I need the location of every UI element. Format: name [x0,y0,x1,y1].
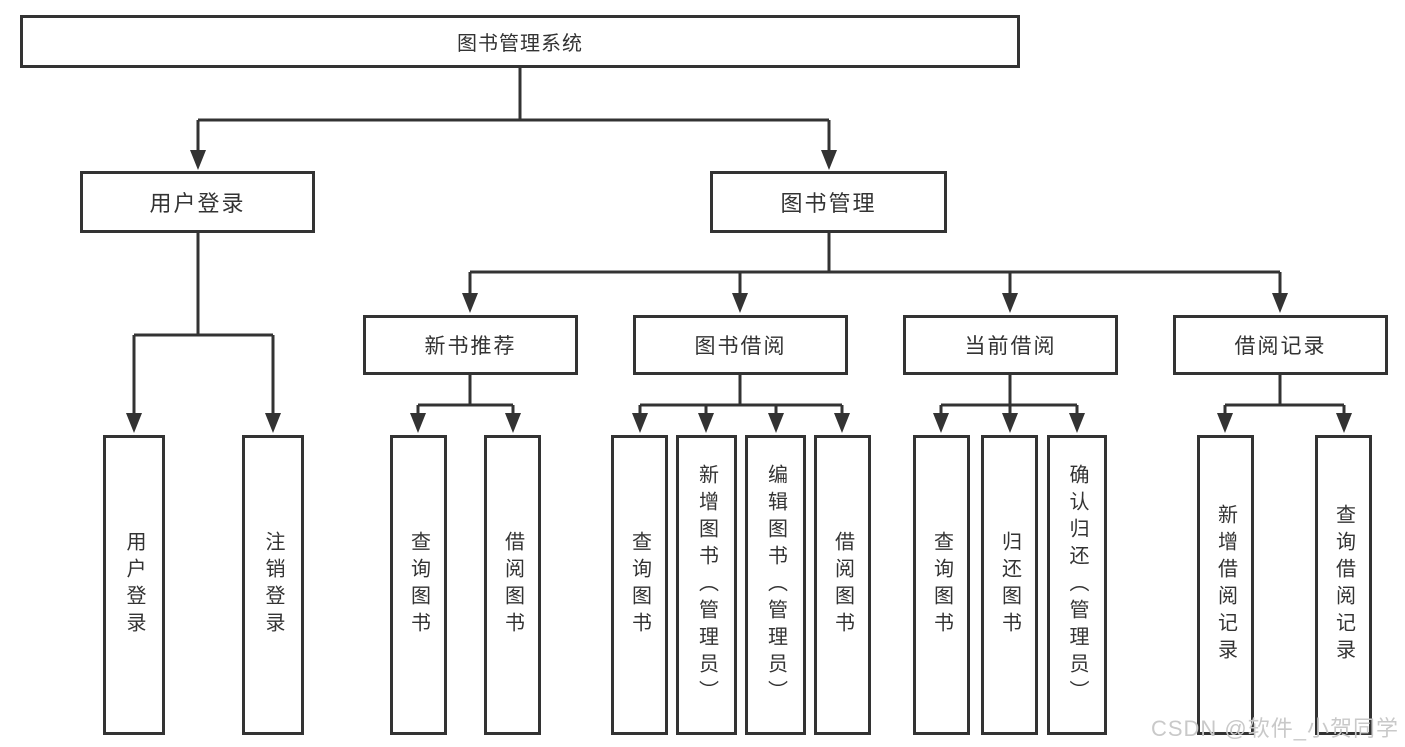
arrowhead [834,413,850,433]
node-new-book-recommendation: 新书推荐 [363,315,578,375]
arrowhead [126,413,142,433]
arrowhead [265,413,281,433]
connector-root-to-level2 [196,67,831,152]
connector-new-book-children [416,375,515,414]
node-book-management: 图书管理 [710,171,947,233]
leaf-query-books-recommend: 查询图书 [390,435,447,735]
node-borrowing-records: 借阅记录 [1173,315,1388,375]
leaf-query-books-current: 查询图书 [913,435,970,735]
leaf-add-book-admin: 新增图书（管理员） [676,435,737,735]
arrowhead [1002,413,1018,433]
leaf-query-borrow-record: 查询借阅记录 [1315,435,1372,735]
arrowhead [1069,413,1085,433]
node-library-management-system: 图书管理系统 [20,15,1020,68]
leaf-logout: 注销登录 [242,435,304,735]
arrowhead [410,413,426,433]
leaf-borrow-books-recommend: 借阅图书 [484,435,541,735]
arrowhead [1272,293,1288,313]
arrowhead [768,413,784,433]
arrowhead [632,413,648,433]
node-current-borrowing: 当前借阅 [903,315,1118,375]
arrowhead [505,413,521,433]
leaf-return-books: 归还图书 [981,435,1038,735]
leaf-add-borrow-record: 新增借阅记录 [1197,435,1254,735]
arrowhead [462,293,478,313]
arrowhead [821,150,837,170]
csdn-watermark: CSDN @软件_小贺同学 [1150,716,1399,741]
leaf-user-login: 用户登录 [103,435,165,735]
leaf-borrow-books: 借阅图书 [814,435,871,735]
arrowhead [1336,413,1352,433]
leaf-query-books-borrow: 查询图书 [611,435,668,735]
connector-book-management-children [468,233,1282,294]
connector-user-login-children [132,233,275,414]
leaf-edit-book-admin: 编辑图书（管理员） [745,435,806,735]
arrowhead [698,413,714,433]
leaf-confirm-return-admin: 确认归还（管理员） [1047,435,1107,735]
arrowhead [1002,293,1018,313]
connector-current-borrow-children [939,375,1079,414]
connector-book-borrow-children [638,375,844,414]
node-book-borrowing: 图书借阅 [633,315,848,375]
arrowhead [1217,413,1233,433]
arrowhead [732,293,748,313]
arrowhead [190,150,206,170]
connector-borrow-record-children [1223,375,1346,414]
node-user-login: 用户登录 [80,171,315,233]
arrowhead [933,413,949,433]
